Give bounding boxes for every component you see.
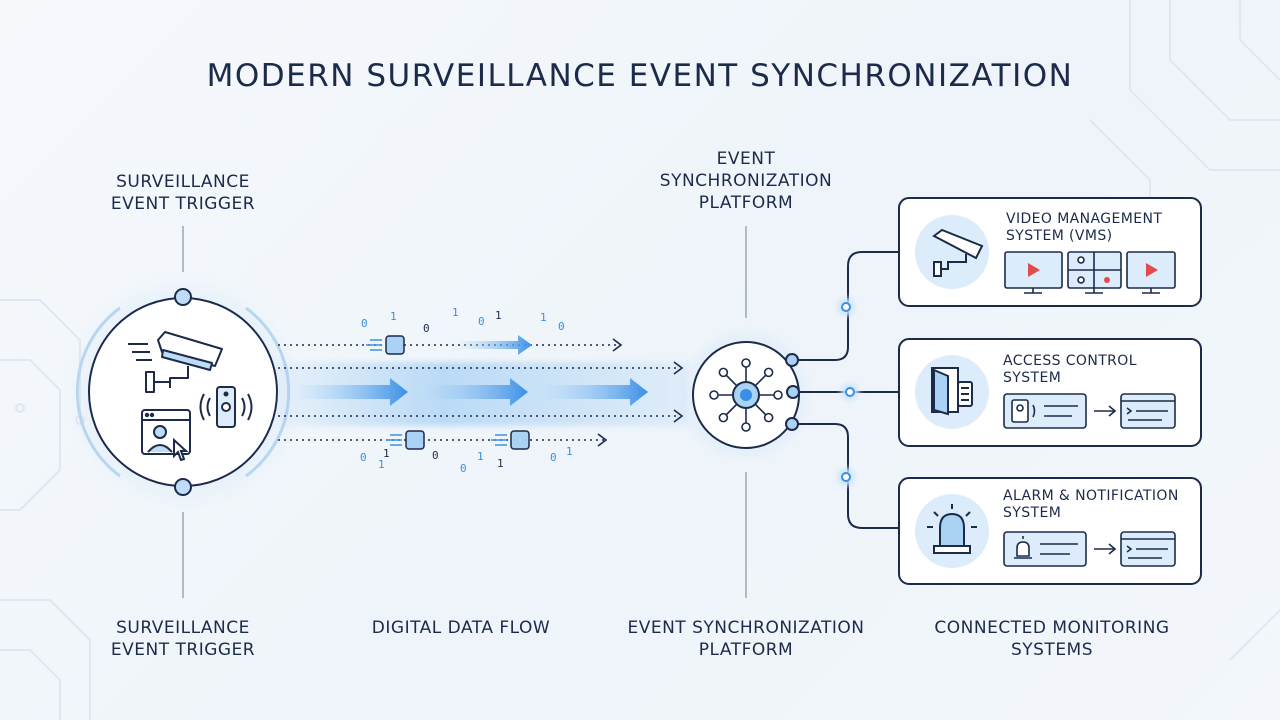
binary-bottom-digit: 0	[432, 449, 439, 462]
platform-top-label: EVENT SYNCHRONIZATION PLATFORM	[626, 148, 866, 214]
alarm-siren-icon	[927, 504, 977, 554]
binary-bottom-digit: 1	[477, 450, 484, 463]
platform-bottom-label-line-1: EVENT SYNCHRONIZATION	[627, 618, 865, 638]
system-card-alarm	[898, 477, 1202, 585]
hub-spoke-node	[763, 412, 774, 423]
vms-card-title-line-1: VIDEO MANAGEMENT	[1006, 211, 1163, 227]
binary-top-digit: 1	[390, 310, 397, 323]
binary-bottom-digit: 0	[550, 451, 557, 464]
data-flow-beams	[278, 335, 688, 450]
connector-nodes	[785, 298, 859, 486]
vms-card-title: VIDEO MANAGEMENT SYSTEM (VMS)	[1006, 211, 1162, 245]
binary-bottom-digit: 1	[566, 445, 573, 458]
hub-spoke-node	[763, 367, 774, 378]
security-camera-icon	[932, 228, 984, 277]
hub-spoke-node	[773, 390, 783, 400]
trigger-bottom-label: SURVEILLANCE EVENT TRIGGER	[83, 617, 283, 661]
flow-bottom-label: DIGITAL DATA FLOW	[371, 618, 551, 638]
binary-bottom-digit: 0	[460, 462, 467, 475]
binary-top-digit: 1	[452, 306, 459, 319]
trigger-top-label-line-2: EVENT TRIGGER	[110, 194, 256, 214]
binary-top-digit: 1	[495, 309, 502, 322]
platform-bottom-label: EVENT SYNCHRONIZATION PLATFORM	[606, 617, 886, 661]
alarm-card-title: ALARM & NOTIFICATION SYSTEM	[1003, 488, 1179, 522]
page-title: MODERN SURVEILLANCE EVENT SYNCHRONIZATIO…	[206, 58, 1074, 94]
binary-top-digit: 0	[361, 317, 368, 330]
systems-bottom-label: CONNECTED MONITORING SYSTEMS	[912, 617, 1192, 661]
alarm-alert-to-log	[1003, 531, 1176, 567]
hub-spoke-node	[718, 412, 729, 423]
alarm-card-title-line-1: ALARM & NOTIFICATION	[1003, 488, 1179, 504]
binary-bottom-digit: 1	[378, 458, 385, 471]
user-click-icon	[141, 409, 191, 462]
trigger-top-label-line-1: SURVEILLANCE	[116, 172, 250, 192]
hub-spoke-node	[709, 390, 719, 400]
access-badge-to-log	[1003, 393, 1176, 429]
system-card-access-control	[898, 338, 1202, 447]
binary-top-digit: 0	[423, 322, 430, 335]
hub-spoke-node	[741, 358, 751, 368]
trigger-top-label: SURVEILLANCE EVENT TRIGGER	[83, 171, 283, 215]
platform-top-label-line-1: EVENT	[716, 149, 776, 169]
motion-sensor-icon	[199, 386, 253, 428]
access-card-title-line-1: ACCESS CONTROL	[1003, 353, 1137, 369]
platform-bottom-label-line-2: PLATFORM	[698, 640, 794, 660]
trigger-camera-icon	[128, 331, 223, 393]
binary-bottom-digit: 0	[360, 451, 367, 464]
trigger-bottom-label-line-1: SURVEILLANCE	[116, 618, 250, 638]
systems-bottom-label-line-2: SYSTEMS	[1010, 640, 1094, 660]
alarm-card-title-line-2: SYSTEM	[1003, 505, 1062, 521]
vms-video-monitors	[1004, 251, 1176, 294]
platform-top-label-line-2: SYNCHRONIZATION	[659, 171, 833, 191]
binary-bottom-digit: 1	[497, 457, 504, 470]
door-keypad-icon	[931, 367, 973, 416]
platform-top-label-line-3: PLATFORM	[698, 193, 794, 213]
surveillance-trigger-node	[63, 272, 303, 512]
binary-top-digit: 0	[558, 320, 565, 333]
access-card-title: ACCESS CONTROL SYSTEM	[1003, 353, 1137, 387]
binary-top-digit: 1	[540, 311, 547, 324]
hub-spoke-node	[741, 422, 751, 432]
vertical-guide-lines	[182, 226, 747, 598]
trigger-bottom-label-line-2: EVENT TRIGGER	[110, 640, 256, 660]
binary-bottom-digit: 1	[383, 447, 390, 460]
systems-bottom-label-line-1: CONNECTED MONITORING	[934, 618, 1170, 638]
vms-card-title-line-2: SYSTEM (VMS)	[1006, 228, 1113, 244]
system-card-vms	[898, 197, 1202, 307]
access-card-title-line-2: SYSTEM	[1003, 370, 1062, 386]
binary-top-digit: 0	[478, 315, 485, 328]
synchronization-platform-hub	[676, 325, 816, 465]
hub-spoke-node	[718, 367, 729, 378]
data-packet-arrows	[300, 335, 648, 406]
